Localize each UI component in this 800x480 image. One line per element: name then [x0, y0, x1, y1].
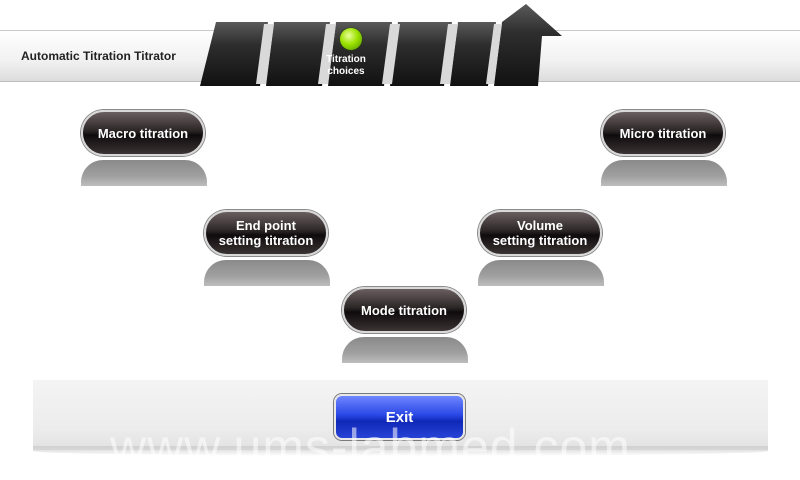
mode-titration-button[interactable]: Mode titration — [342, 287, 466, 333]
volume-titration-label-line2: setting titration — [492, 233, 588, 248]
app-title: Automatic Titration Titrator — [21, 49, 176, 63]
macro-titration-label: Macro titration — [97, 125, 189, 141]
button-reflection — [81, 160, 207, 186]
volume-titration-group: Volume setting titration — [478, 210, 606, 288]
button-reflection — [342, 337, 468, 363]
ribbon-arrow-icon — [200, 4, 562, 86]
endpoint-titration-label-line2: setting titration — [218, 233, 314, 248]
exit-button-label: Exit — [385, 408, 414, 426]
mode-titration-label: Mode titration — [361, 302, 447, 318]
endpoint-titration-group: End point setting titration — [204, 210, 332, 288]
bottom-panel-shadow — [33, 446, 768, 456]
endpoint-titration-button[interactable]: End point setting titration — [204, 210, 328, 256]
volume-titration-label-line1: Volume — [516, 218, 563, 233]
exit-button[interactable]: Exit — [334, 394, 465, 440]
step-label-line1: Titration — [326, 54, 366, 65]
micro-titration-group: Micro titration — [601, 110, 729, 188]
macro-titration-group: Macro titration — [81, 110, 209, 188]
button-reflection — [204, 260, 330, 286]
volume-titration-button[interactable]: Volume setting titration — [478, 210, 602, 256]
endpoint-titration-label-line1: End point — [236, 218, 296, 233]
macro-titration-button[interactable]: Macro titration — [81, 110, 205, 156]
micro-titration-button[interactable]: Micro titration — [601, 110, 725, 156]
button-reflection — [478, 260, 604, 286]
micro-titration-label: Micro titration — [619, 125, 707, 141]
button-reflection — [601, 160, 727, 186]
mode-titration-group: Mode titration — [342, 287, 470, 365]
step-label: Titration choices — [318, 54, 374, 78]
step-label-line2: choices — [327, 66, 365, 77]
green-led-icon — [340, 28, 362, 50]
